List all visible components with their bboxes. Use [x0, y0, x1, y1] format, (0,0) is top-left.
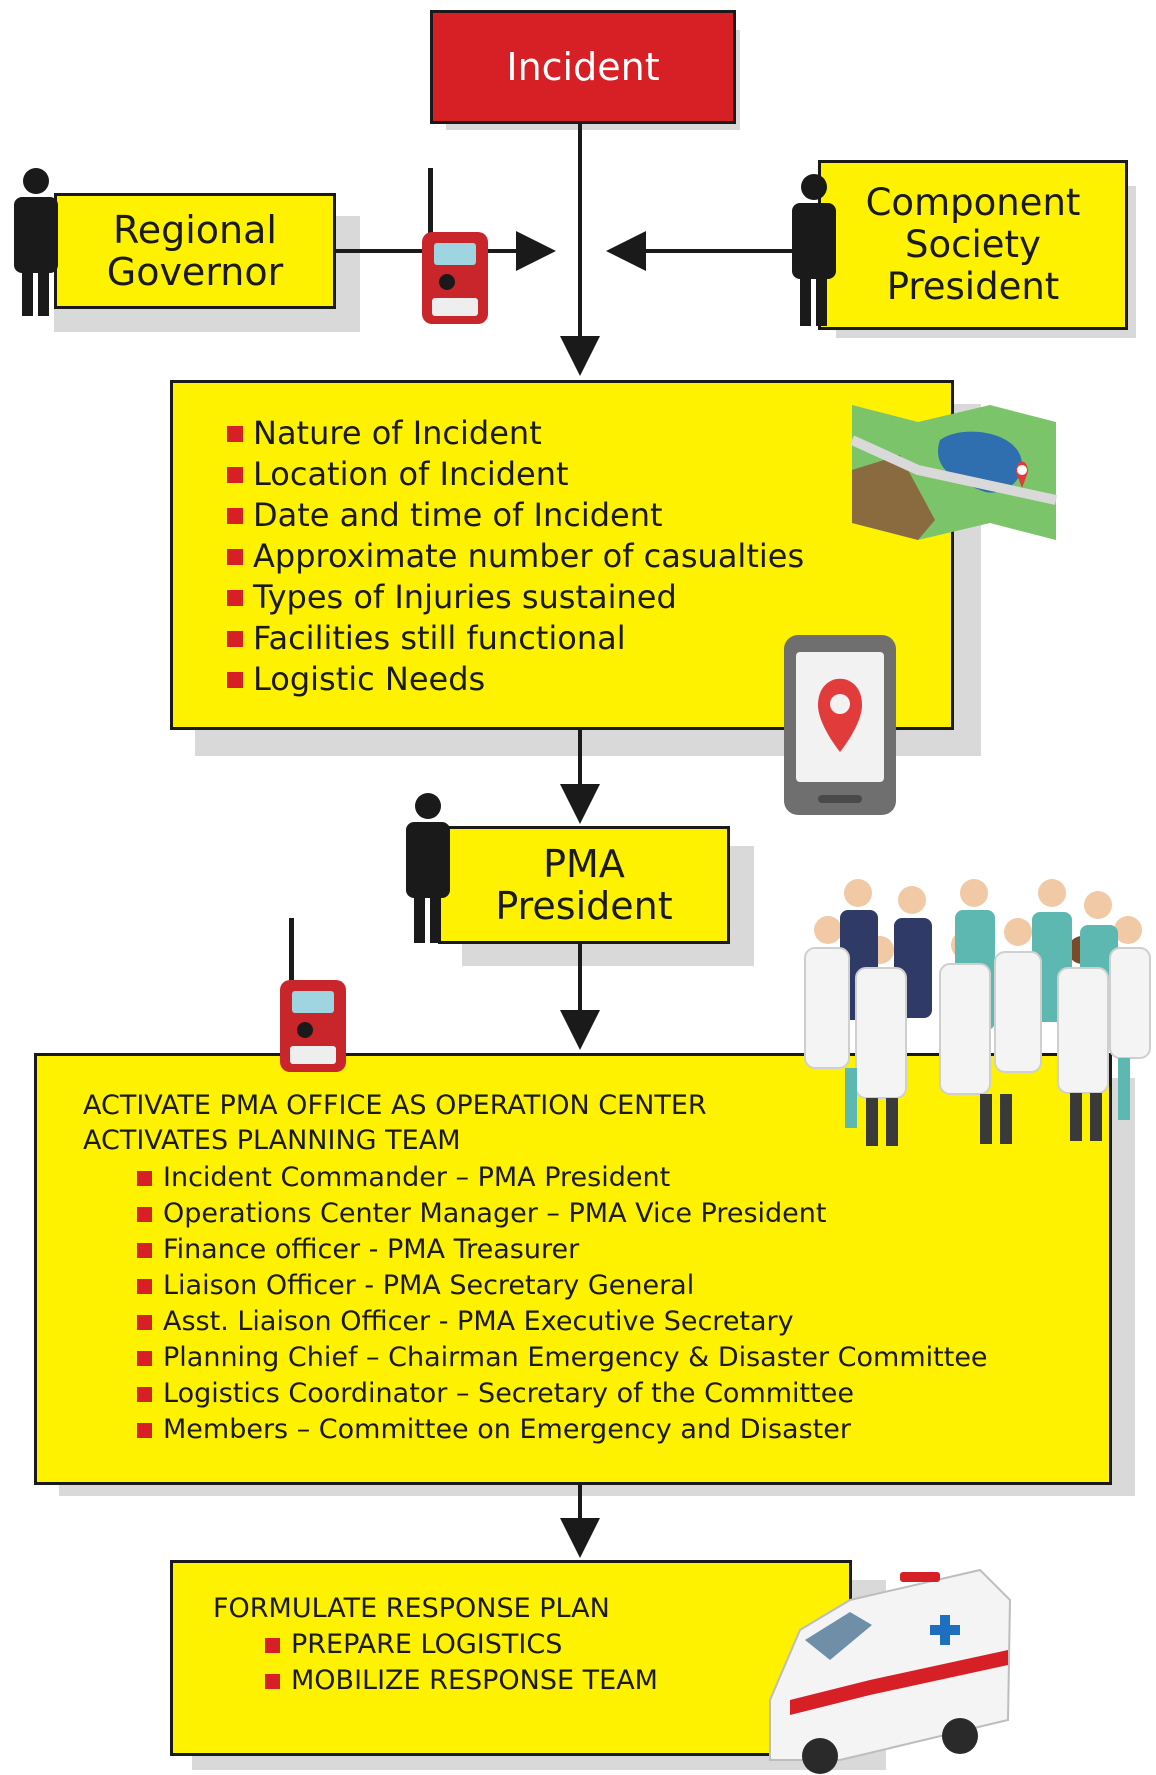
list-item: Logistic Needs [227, 659, 804, 700]
list-item: Members – Committee on Emergency and Dis… [137, 1412, 988, 1448]
response-title: FORMULATE RESPONSE PLAN [213, 1593, 610, 1624]
list-item: Location of Incident [227, 454, 804, 495]
list-item: PREPARE LOGISTICS [265, 1627, 658, 1663]
ambulance-icon [769, 1568, 1012, 1774]
pma-president-box: PMA President [438, 826, 730, 944]
regional-governor-box: Regional Governor [54, 193, 336, 309]
list-item: Operations Center Manager – PMA Vice Pre… [137, 1196, 988, 1232]
list-item: Logistics Coordinator – Secretary of the… [137, 1376, 988, 1412]
radio-icon [280, 918, 346, 1072]
list-item: Nature of Incident [227, 413, 804, 454]
medical-team-icon [804, 879, 1151, 1146]
pma-president-label: PMA President [495, 842, 673, 928]
phone-pin-icon [784, 635, 896, 815]
list-item: Asst. Liaison Officer - PMA Executive Se… [137, 1304, 988, 1340]
operations-line-1: ACTIVATE PMA OFFICE AS OPERATION CENTER [83, 1090, 707, 1121]
list-item: Facilities still functional [227, 618, 804, 659]
incident-report-list: Nature of Incident Location of Incident … [227, 413, 804, 700]
incident-box: Incident [430, 10, 736, 124]
list-item: Approximate number of casualties [227, 536, 804, 577]
radio-icon [422, 168, 488, 324]
list-item: Date and time of Incident [227, 495, 804, 536]
person-icon [406, 793, 450, 943]
response-list: PREPARE LOGISTICS MOBILIZE RESPONSE TEAM [265, 1627, 658, 1699]
regional-governor-label: Regional Governor [106, 208, 284, 294]
list-item: Liaison Officer - PMA Secretary General [137, 1268, 988, 1304]
person-icon [14, 168, 58, 316]
response-box: FORMULATE RESPONSE PLAN PREPARE LOGISTIC… [170, 1560, 852, 1756]
incident-report-box: Nature of Incident Location of Incident … [170, 380, 954, 730]
planning-team-list: Incident Commander – PMA President Opera… [137, 1160, 988, 1448]
list-item: Finance officer - PMA Treasurer [137, 1232, 988, 1268]
person-icon [792, 174, 836, 326]
list-item: Planning Chief – Chairman Emergency & Di… [137, 1340, 988, 1376]
list-item: Incident Commander – PMA President [137, 1160, 988, 1196]
incident-label: Incident [506, 45, 660, 89]
map-icon [849, 405, 1058, 540]
operations-line-2: ACTIVATES PLANNING TEAM [83, 1125, 461, 1156]
component-president-label: Component Society President [865, 181, 1081, 308]
operations-box: ACTIVATE PMA OFFICE AS OPERATION CENTER … [34, 1053, 1112, 1485]
list-item: MOBILIZE RESPONSE TEAM [265, 1663, 658, 1699]
list-item: Types of Injuries sustained [227, 577, 804, 618]
